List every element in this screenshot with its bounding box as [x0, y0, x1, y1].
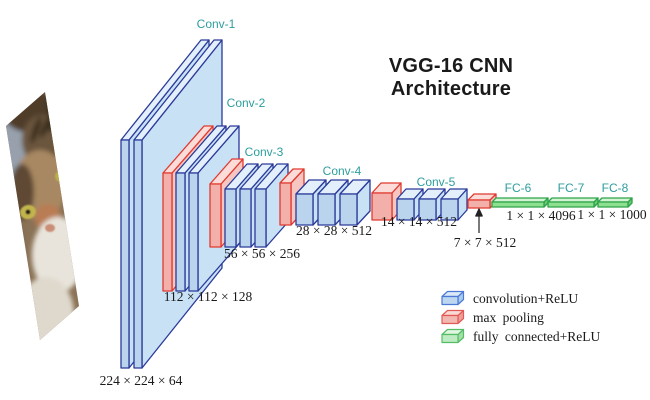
conv5-label: Conv-5 — [417, 175, 456, 189]
fc67-dim-label: 1 × 1 × 4096 — [506, 208, 575, 223]
conv2-conv-2-front — [188, 172, 199, 292]
pool5-front — [467, 199, 491, 209]
legend-item-fullyconnected: fully connected+ReLU — [440, 328, 600, 345]
conv5-pool-0-front — [371, 192, 393, 221]
conv4-conv-3-front — [339, 193, 358, 226]
fc8-label: FC-8 — [602, 181, 629, 195]
conv4-label: Conv-4 — [323, 164, 362, 178]
conv5-dim-label: 14 × 14 × 512 — [381, 214, 457, 229]
page-title: VGG-16 CNN Architecture — [388, 55, 514, 100]
conv2-conv-1-front — [175, 172, 186, 292]
conv-box-icon — [441, 290, 465, 306]
conv4-conv-2-front — [317, 193, 336, 226]
pool5-arrow-head — [475, 208, 483, 217]
fc7-front — [547, 201, 595, 208]
pool5-top — [467, 193, 497, 201]
fc6-label: FC-6 — [505, 181, 532, 195]
conv3-conv-1-front — [224, 188, 237, 248]
conv4-pool-0-front — [279, 182, 292, 226]
legend-label: fully connected+ReLU — [473, 328, 601, 344]
conv3-conv-2-front — [239, 188, 252, 248]
conv2-dim-label: 112 × 112 × 128 — [164, 289, 253, 304]
conv5-conv-2-front — [418, 198, 437, 221]
conv1-label: Conv-1 — [197, 17, 236, 31]
legend-item-convolution: convolution+ReLU — [440, 290, 600, 307]
pool-box-icon — [441, 309, 465, 325]
fc7-label: FC-7 — [558, 181, 585, 195]
legend: convolution+ReLU max pooling fully conne… — [440, 290, 600, 345]
pool5-dim-label: 7 × 7 × 512 — [454, 235, 516, 250]
conv4-conv-1-front — [295, 193, 314, 226]
conv3-pool-0-front — [209, 183, 222, 248]
fc8-dim-label: 1 × 1 × 1000 — [577, 207, 646, 222]
conv5-conv-1-front — [396, 198, 415, 221]
cat-fur — [6, 92, 79, 340]
fc-box-icon — [441, 328, 465, 344]
fc8-front — [597, 201, 629, 208]
conv2-pool-0-front — [162, 172, 173, 292]
conv3-conv-3-front — [254, 188, 267, 248]
conv3-dim-label: 56 × 56 × 256 — [224, 246, 300, 261]
fc6-front — [491, 201, 545, 208]
legend-label: max pooling — [473, 309, 544, 325]
legend-label: convolution+ReLU — [473, 290, 579, 306]
legend-item-maxpool: max pooling — [440, 309, 600, 326]
conv2-label: Conv-2 — [227, 96, 266, 110]
conv4-dim-label: 28 × 28 × 512 — [296, 223, 372, 238]
input-cat-image — [6, 92, 79, 340]
conv1-conv-0-front — [120, 139, 130, 369]
conv1-dim-label: 224 × 224 × 64 — [100, 373, 183, 388]
conv5-conv-3-front — [440, 198, 459, 221]
conv3-label: Conv-3 — [245, 145, 284, 159]
conv1-conv-1-front — [133, 139, 143, 369]
network-layers: Conv-1 224 × 224 × 64 Conv-2 112 × 112 × 12… — [100, 17, 647, 388]
